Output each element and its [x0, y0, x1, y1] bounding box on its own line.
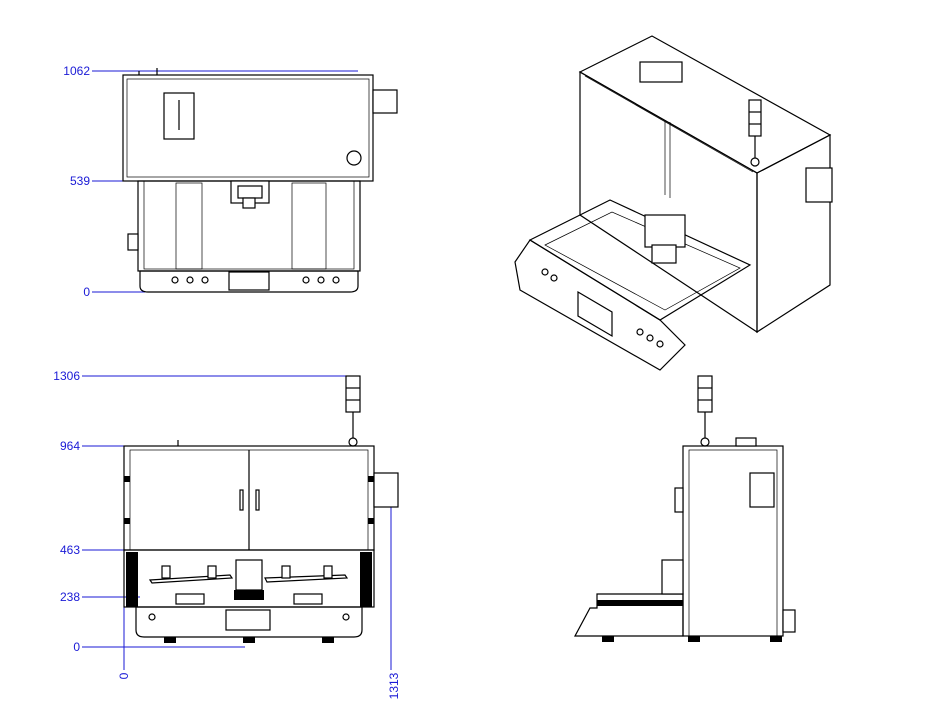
side-window — [749, 472, 775, 508]
side-electrical-box — [372, 89, 398, 114]
side-view — [573, 375, 796, 642]
dim-label-0-vertical: 0 — [117, 672, 131, 679]
dim-label-1313: 1313 — [387, 672, 401, 699]
dim-label-463: 463 — [60, 543, 80, 557]
isometric-view — [514, 35, 833, 371]
dim-label-0-top: 0 — [83, 285, 90, 299]
front-console — [139, 270, 359, 293]
iso-cabinet-top — [578, 35, 832, 174]
iso-roof-window — [639, 61, 683, 83]
dim-label-0-front: 0 — [73, 640, 80, 654]
front-dispense-head — [235, 559, 263, 591]
console-screen — [228, 271, 270, 291]
front-console — [135, 606, 363, 638]
fixture-plate-right — [291, 182, 327, 270]
dim-label-1306: 1306 — [53, 369, 80, 383]
console-buttons-left — [171, 276, 209, 284]
dim-label-1062: 1062 — [63, 64, 90, 78]
side-signal-tower — [697, 375, 713, 447]
iso-side-box — [805, 167, 833, 203]
iso-dispense-head — [644, 214, 686, 248]
side-feet — [602, 636, 782, 642]
dim-label-964: 964 — [60, 439, 80, 453]
front-view: 1306 964 463 238 0 0 1313 — [53, 369, 401, 699]
side-handle-top — [735, 437, 757, 447]
front-signal-tower — [345, 375, 361, 447]
iso-cabinet-side — [756, 134, 831, 334]
front-side-box — [373, 472, 399, 508]
roof-round-knob — [346, 150, 362, 166]
front-console-screen — [225, 609, 271, 631]
iso-console-screen — [577, 290, 613, 338]
cabinet-roof — [122, 74, 374, 182]
dim-label-539: 539 — [70, 174, 90, 188]
front-feet — [164, 637, 334, 643]
iso-front-console — [514, 239, 686, 371]
console-buttons-right — [302, 276, 340, 284]
front-console-buttons — [148, 613, 350, 621]
iso-console-buttons — [541, 268, 664, 348]
side-handle — [127, 233, 139, 251]
iso-signal-tower — [748, 99, 762, 167]
dim-label-238: 238 — [60, 590, 80, 604]
top-view: 1062 539 0 — [63, 64, 398, 299]
front-fixture-rails — [148, 565, 349, 584]
